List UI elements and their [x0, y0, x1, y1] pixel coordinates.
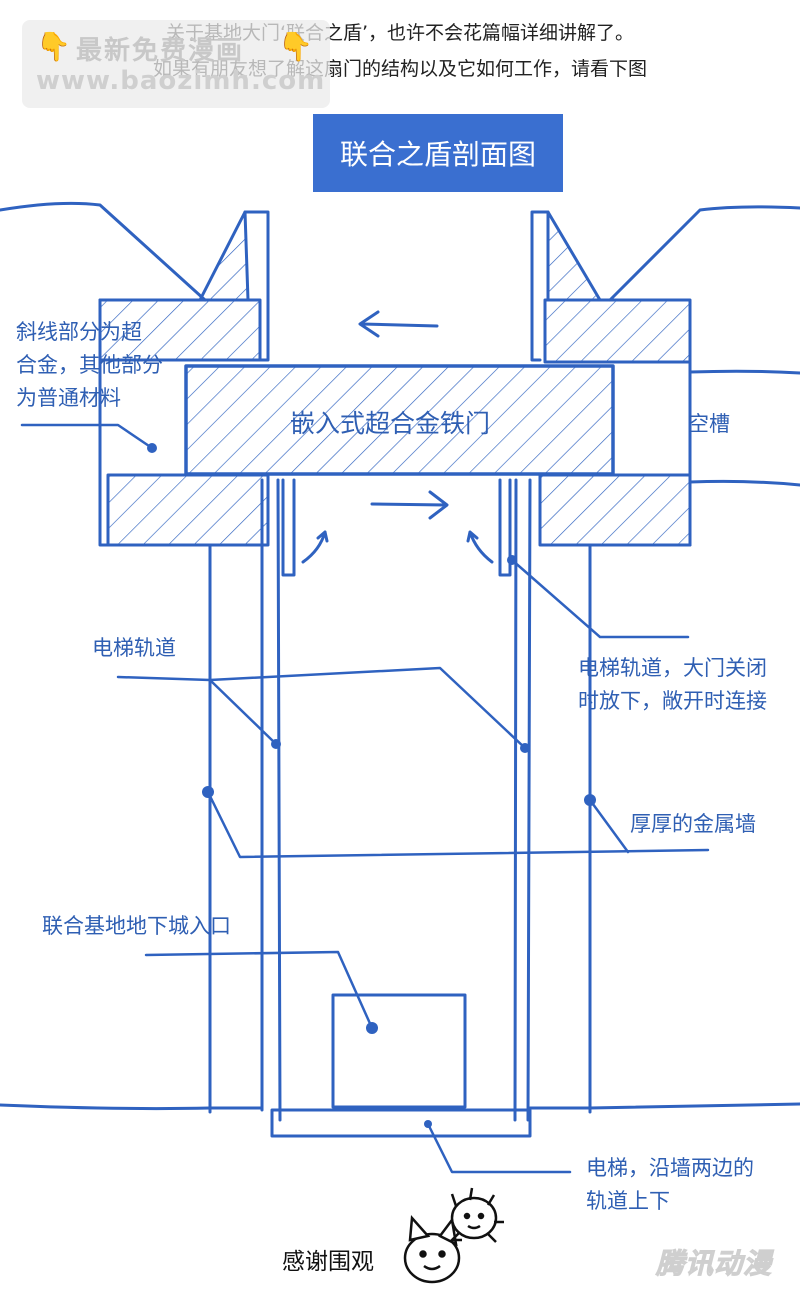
lower-right-wall: [538, 473, 692, 547]
cat-doodle: [403, 1187, 504, 1284]
embedded-door: [184, 364, 615, 476]
marker-dot: [366, 1022, 378, 1034]
marker-dot: [271, 739, 281, 749]
label-elevator: 电梯，沿墙两边的 轨道上下: [586, 1152, 754, 1218]
label-line: 轨道上下: [586, 1189, 670, 1213]
label-line: 电梯，沿墙两边的: [586, 1156, 754, 1180]
marker-dot: [147, 443, 157, 453]
leader-track-left-b: [208, 678, 278, 746]
slot-bottom-line: [688, 479, 800, 487]
leader-track-right: [510, 558, 690, 639]
rail-right: [498, 478, 512, 577]
upper-right-wall: [543, 298, 692, 364]
right-post: [530, 210, 550, 362]
shaft-right-inner: [513, 478, 518, 1122]
thanks-text: 感谢围观: [282, 1249, 374, 1275]
right-side-line: [588, 360, 692, 547]
marker-dot: [584, 794, 596, 806]
ground-right-top: [608, 205, 800, 302]
rail-right-arrow: [466, 530, 494, 564]
leader-hatched: [20, 423, 154, 450]
leader-wall: [206, 790, 710, 859]
leader-wall-right: [588, 798, 630, 854]
arrow-right: [370, 490, 449, 520]
lower-left-wall: [106, 473, 270, 547]
right-wedge: [546, 210, 602, 302]
diagram-title: 联合之盾剖面图: [313, 114, 563, 192]
leader-elevator: [426, 1122, 572, 1174]
leader-entrance: [144, 950, 374, 1030]
label-track-right: 电梯轨道，大门关闭 时放下，敞开时连接: [578, 652, 767, 718]
left-post: [243, 210, 270, 362]
arrow-left: [358, 310, 439, 338]
ground-left-bottom: [0, 1103, 264, 1111]
label-track-left: 电梯轨道: [92, 636, 176, 660]
rail-left: [281, 478, 296, 577]
left-wedge: [198, 210, 250, 302]
shaft-left-inner: [276, 478, 282, 1122]
label-line: 斜线部分为超: [16, 320, 142, 344]
watermark-panel: [22, 20, 330, 108]
rail-left-arrow: [301, 530, 329, 564]
ground-right-bottom: [528, 1102, 800, 1110]
label-slot: 空槽: [688, 412, 730, 436]
leader-track-left: [116, 666, 527, 750]
label-line: 为普通材料: [16, 386, 121, 410]
upper-left-wall: [98, 298, 262, 362]
pointing-finger-icon: 👇: [278, 30, 313, 63]
watermark-text: 最新免费漫画: [76, 36, 245, 66]
ground-left-top: [0, 201, 207, 302]
pointing-finger-icon: 👇: [36, 30, 71, 63]
publisher-logo: 腾讯动漫: [655, 1247, 773, 1281]
label-line: 时放下，敞开时连接: [578, 689, 767, 713]
marker-dot: [507, 555, 517, 565]
slot-top-line: [688, 369, 800, 375]
label-door: 嵌入式超合金铁门: [290, 409, 491, 438]
elevator-platform: [270, 1108, 532, 1138]
marker-dot: [424, 1120, 432, 1128]
label-line: 电梯轨道，大门关闭: [578, 656, 767, 680]
watermark-url: www.baozimh.com: [36, 66, 326, 96]
shaft-right-outer: [526, 478, 532, 1122]
marker-dot: [202, 786, 214, 798]
label-wall: 厚厚的金属墙: [630, 812, 756, 836]
label-entrance: 联合基地地下城入口: [42, 914, 231, 938]
marker-dot: [520, 743, 530, 753]
label-hatched-note: 斜线部分为超 合金，其他部分 为普通材料: [16, 316, 163, 415]
label-line: 合金，其他部分: [16, 353, 163, 377]
entrance-doorway: [331, 993, 467, 1109]
left-side-line: [98, 298, 212, 547]
